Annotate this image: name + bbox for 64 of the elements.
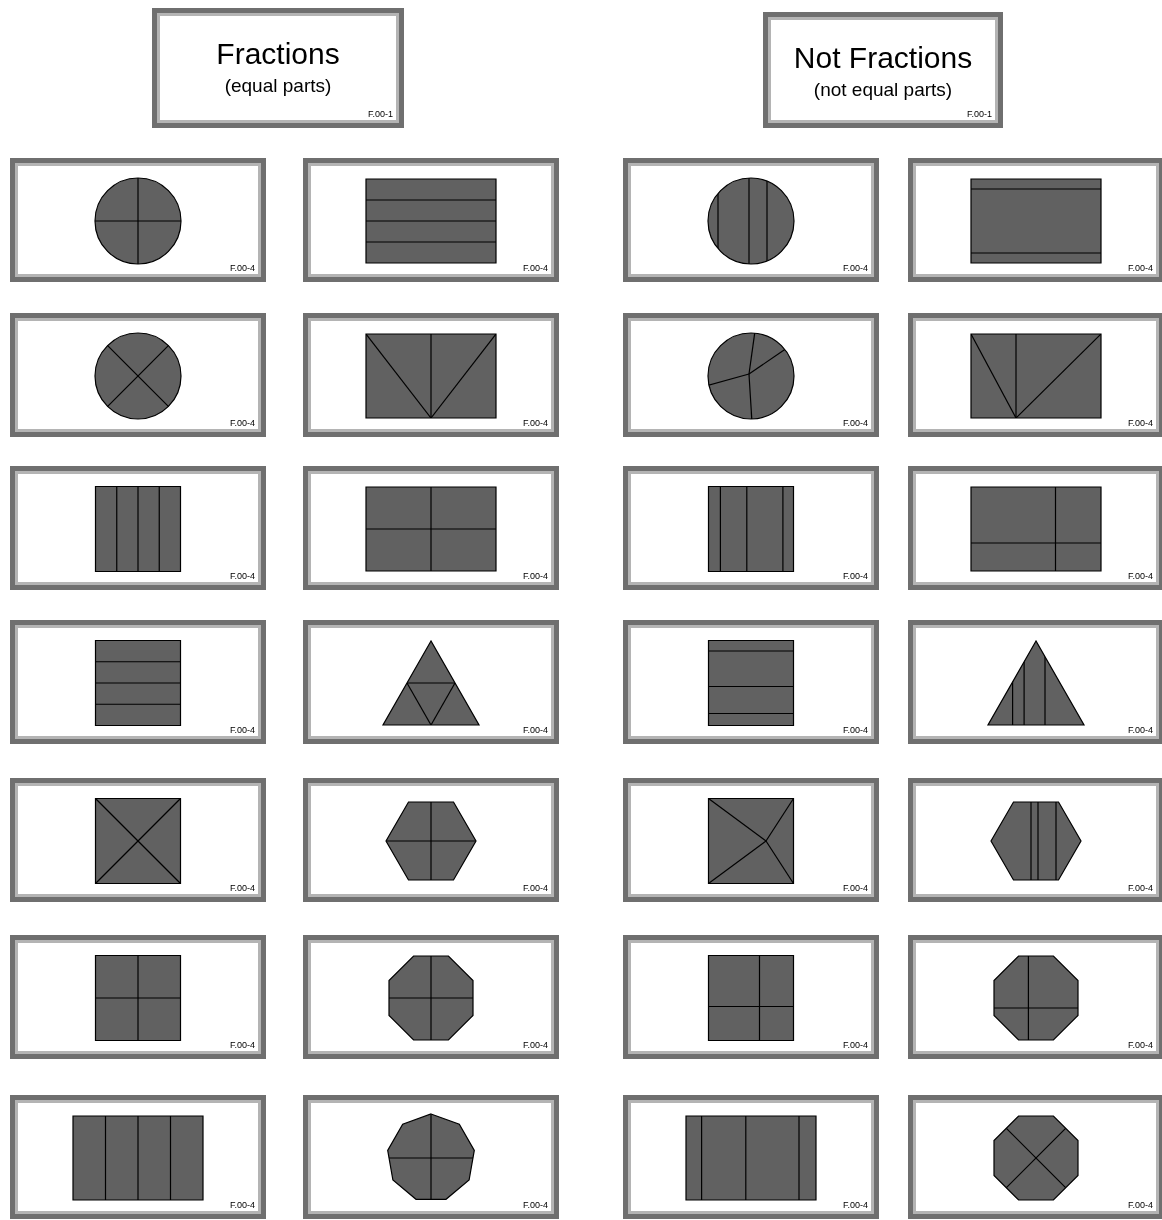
card-code: F.00-4 <box>1128 263 1153 273</box>
card-code: F.00-4 <box>1128 571 1153 581</box>
card <box>908 313 1162 437</box>
card <box>908 935 1162 1059</box>
card <box>303 158 559 282</box>
card-code: F.00-4 <box>230 1200 255 1210</box>
card-code: F.00-4 <box>843 418 868 428</box>
card <box>623 778 879 902</box>
card-code: F.00-4 <box>523 263 548 273</box>
card-code: F.00-4 <box>843 1200 868 1210</box>
card <box>303 466 559 590</box>
card <box>303 620 559 744</box>
card-code: F.00-4 <box>523 883 548 893</box>
card <box>908 778 1162 902</box>
card-code: F.00-4 <box>843 1040 868 1050</box>
card-code: F.00-4 <box>843 725 868 735</box>
card-code: F.00-4 <box>230 725 255 735</box>
card-code: F.00-4 <box>1128 725 1153 735</box>
card-heading: Fractions <box>216 36 340 72</box>
card <box>623 1095 879 1219</box>
card-code: F.00-4 <box>230 418 255 428</box>
card-code: F.00-4 <box>230 571 255 581</box>
card-code: F.00-4 <box>843 883 868 893</box>
card <box>908 466 1162 590</box>
card-code: F.00-4 <box>1128 1200 1153 1210</box>
card-code: F.00-4 <box>843 263 868 273</box>
card <box>763 12 1003 128</box>
card-code: F.00-4 <box>523 725 548 735</box>
card <box>623 313 879 437</box>
card-heading: Not Fractions <box>793 40 973 76</box>
card-code: F.00-4 <box>1128 418 1153 428</box>
card <box>908 1095 1162 1219</box>
card-code: F.00-4 <box>230 1040 255 1050</box>
card <box>303 313 559 437</box>
card <box>623 158 879 282</box>
card <box>10 620 266 744</box>
card-code: F.00-1 <box>967 109 992 119</box>
card <box>303 1095 559 1219</box>
card-code: F.00-4 <box>523 571 548 581</box>
card <box>10 778 266 902</box>
card <box>623 935 879 1059</box>
card-code: F.00-4 <box>843 571 868 581</box>
card <box>908 620 1162 744</box>
card <box>303 778 559 902</box>
card-code: F.00-4 <box>1128 1040 1153 1050</box>
card <box>303 935 559 1059</box>
card-code: F.00-4 <box>523 418 548 428</box>
card <box>623 620 879 744</box>
card-code: F.00-1 <box>368 109 393 119</box>
card <box>10 466 266 590</box>
card <box>10 1095 266 1219</box>
card <box>10 158 266 282</box>
card-subtitle: (equal parts) <box>224 74 332 98</box>
card <box>10 313 266 437</box>
card <box>908 158 1162 282</box>
card <box>152 8 404 128</box>
card-code: F.00-4 <box>1128 883 1153 893</box>
card-code: F.00-4 <box>230 263 255 273</box>
card-subtitle: (not equal parts) <box>813 78 953 102</box>
card-code: F.00-4 <box>230 883 255 893</box>
card-code: F.00-4 <box>523 1040 548 1050</box>
card <box>623 466 879 590</box>
card-code: F.00-4 <box>523 1200 548 1210</box>
card <box>10 935 266 1059</box>
